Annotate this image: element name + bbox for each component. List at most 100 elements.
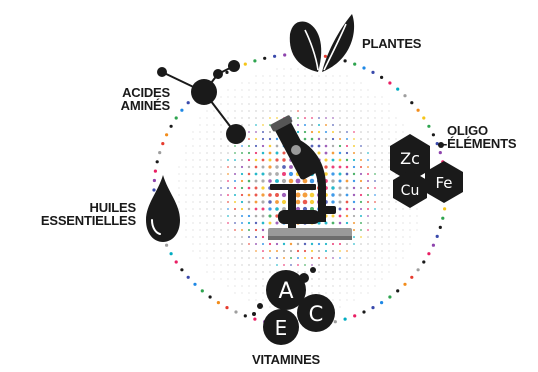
label-vitamines: VITAMINES bbox=[252, 353, 320, 366]
halftone-dot bbox=[346, 222, 348, 224]
halftone-dot bbox=[255, 117, 257, 119]
halftone-dot bbox=[325, 243, 327, 245]
halftone-dot bbox=[374, 229, 376, 231]
halftone-dot bbox=[311, 292, 312, 293]
halftone-dot bbox=[262, 257, 264, 259]
halftone-dot bbox=[275, 172, 279, 176]
halftone-dot bbox=[206, 131, 207, 132]
halftone-dot bbox=[325, 278, 326, 279]
halftone-dot bbox=[262, 89, 263, 90]
halftone-dot bbox=[234, 89, 235, 90]
halftone-dot bbox=[262, 271, 263, 272]
halftone-dot bbox=[346, 110, 347, 111]
halftone-dot bbox=[276, 257, 278, 259]
ring-dot bbox=[403, 283, 406, 286]
halftone-dot bbox=[402, 222, 403, 223]
halftone-dot bbox=[374, 243, 375, 244]
halftone-dot bbox=[282, 200, 286, 204]
halftone-dot bbox=[192, 208, 193, 209]
halftone-dot bbox=[297, 75, 298, 76]
halftone-dot bbox=[367, 250, 368, 251]
halftone-dot bbox=[199, 152, 200, 153]
halftone-dot bbox=[360, 215, 362, 217]
halftone-dot bbox=[199, 250, 200, 251]
halftone-dot bbox=[275, 221, 278, 224]
halftone-dot bbox=[213, 152, 214, 153]
halftone-dot bbox=[381, 180, 383, 182]
halftone-dot bbox=[227, 215, 229, 217]
halftone-dot bbox=[241, 208, 243, 210]
halftone-dot bbox=[234, 110, 235, 111]
halftone-dot bbox=[290, 82, 291, 83]
halftone-dot bbox=[255, 131, 257, 133]
ring-dot bbox=[154, 170, 157, 173]
halftone-dot bbox=[220, 131, 221, 132]
halftone-dot bbox=[310, 200, 314, 204]
halftone-dot bbox=[332, 278, 333, 279]
halftone-dot bbox=[227, 278, 228, 279]
halftone-dot bbox=[325, 264, 327, 266]
halftone-dot bbox=[360, 250, 361, 251]
halftone-dot bbox=[261, 172, 264, 175]
halftone-dot bbox=[213, 187, 214, 188]
halftone-dot bbox=[234, 103, 235, 104]
halftone-dot bbox=[199, 222, 200, 223]
halftone-dot bbox=[185, 166, 186, 167]
halftone-dot bbox=[318, 152, 321, 155]
halftone-dot bbox=[353, 222, 355, 224]
halftone-dot bbox=[353, 250, 355, 252]
halftone-dot bbox=[275, 207, 279, 211]
halftone-dot bbox=[220, 229, 221, 230]
label-huiles-line2: ESSENTIELLES bbox=[4, 214, 136, 227]
halftone-dot bbox=[213, 117, 214, 118]
halftone-dot bbox=[395, 208, 396, 209]
halftone-dot bbox=[367, 264, 368, 265]
halftone-dot bbox=[234, 194, 236, 196]
halftone-dot bbox=[262, 75, 263, 76]
halftone-dot bbox=[374, 285, 375, 286]
drop-icon bbox=[146, 175, 180, 242]
halftone-dot bbox=[213, 138, 214, 139]
halftone-dot bbox=[381, 222, 382, 223]
ring-dot bbox=[380, 301, 383, 304]
halftone-dot bbox=[227, 264, 228, 265]
halftone-dot bbox=[283, 264, 285, 266]
halftone-dot bbox=[402, 124, 403, 125]
halftone-dot bbox=[374, 201, 376, 203]
halftone-dot bbox=[220, 159, 222, 161]
halftone-dot bbox=[339, 215, 342, 218]
ring-dot bbox=[175, 260, 178, 263]
halftone-dot bbox=[374, 194, 376, 196]
halftone-dot bbox=[220, 243, 221, 244]
halftone-dot bbox=[213, 173, 214, 174]
vitamins-icon: A C E bbox=[252, 267, 335, 345]
halftone-dot bbox=[241, 82, 242, 83]
halftone-dot bbox=[227, 271, 228, 272]
halftone-dot bbox=[304, 82, 305, 83]
halftone-dot bbox=[255, 243, 257, 245]
halftone-dot bbox=[346, 180, 349, 183]
halftone-dot bbox=[206, 187, 207, 188]
halftone-dot bbox=[346, 208, 349, 211]
halftone-dot bbox=[297, 89, 298, 90]
halftone-dot bbox=[318, 278, 319, 279]
ring-dot bbox=[193, 283, 196, 286]
halftone-dot bbox=[255, 299, 256, 300]
halftone-dot bbox=[388, 215, 389, 216]
halftone-dot bbox=[206, 236, 207, 237]
ring-dot bbox=[225, 306, 228, 309]
halftone-dot bbox=[269, 159, 272, 162]
halftone-dot bbox=[297, 264, 299, 266]
halftone-dot bbox=[255, 229, 257, 231]
halftone-dot bbox=[339, 299, 340, 300]
halftone-dot bbox=[262, 222, 265, 225]
halftone-dot bbox=[185, 180, 186, 181]
halftone-dot bbox=[199, 180, 200, 181]
halftone-dot bbox=[311, 117, 313, 119]
halftone-dot bbox=[262, 131, 264, 133]
label-plantes: PLANTES bbox=[362, 37, 421, 50]
halftone-dot bbox=[388, 180, 389, 181]
halftone-dot bbox=[275, 193, 279, 197]
halftone-dot bbox=[339, 131, 341, 133]
halftone-dot bbox=[234, 278, 235, 279]
